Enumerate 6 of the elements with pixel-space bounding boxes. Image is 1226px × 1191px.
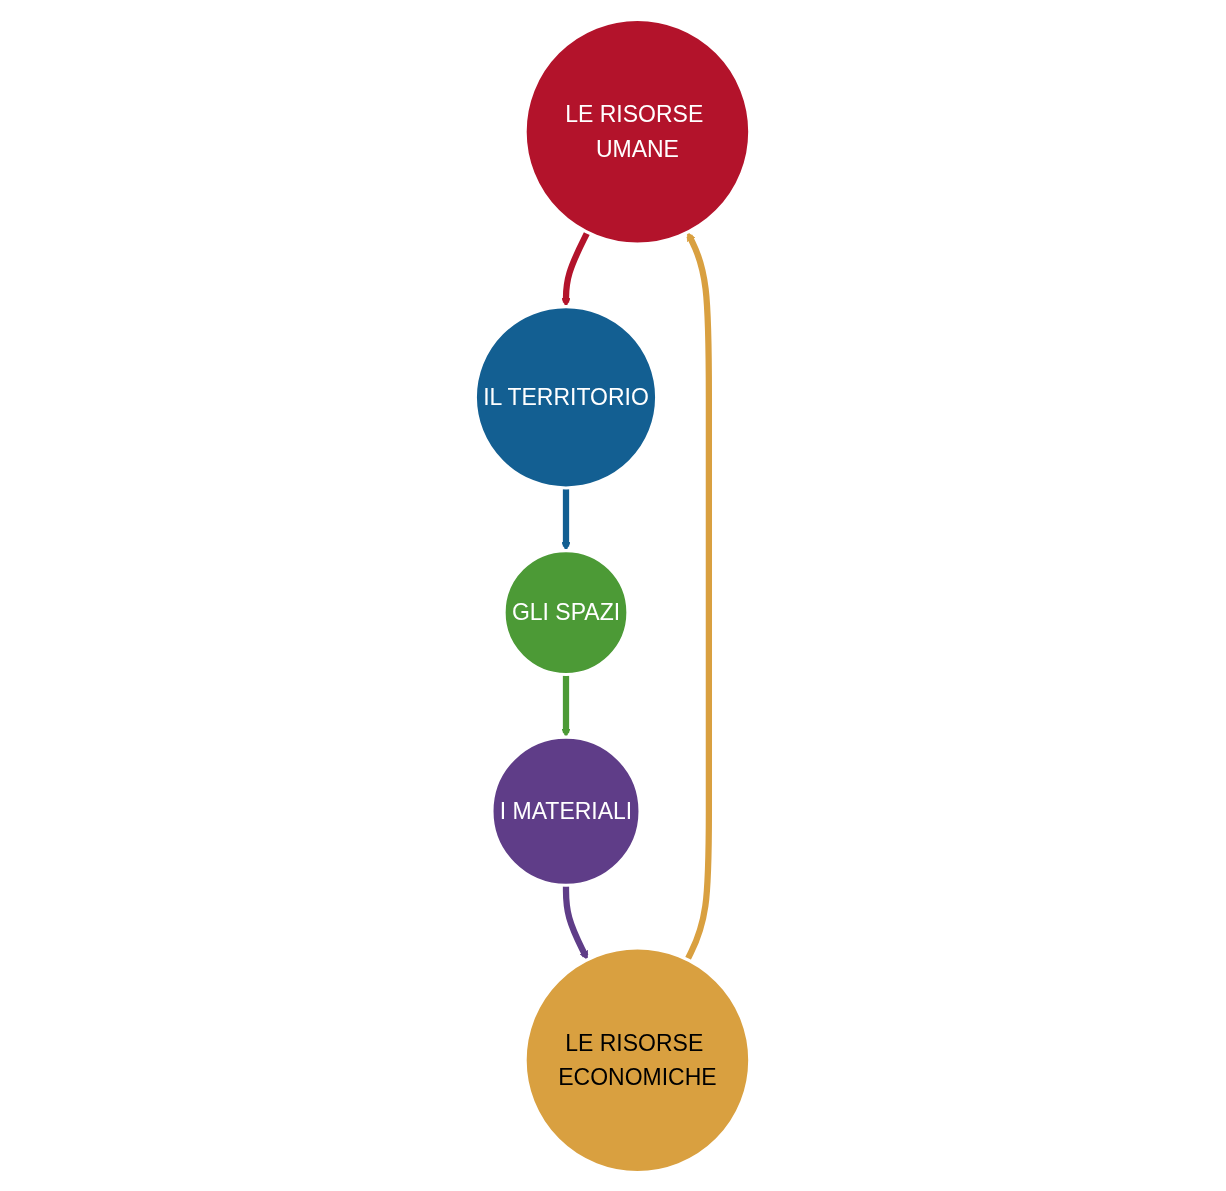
arrow	[561, 487, 572, 551]
node-circle: GLI SPAZI	[502, 548, 630, 676]
arrow	[685, 231, 713, 961]
arrow	[561, 230, 591, 307]
node-circle: IL TERRITORIO	[474, 304, 659, 490]
arrow	[563, 884, 589, 960]
